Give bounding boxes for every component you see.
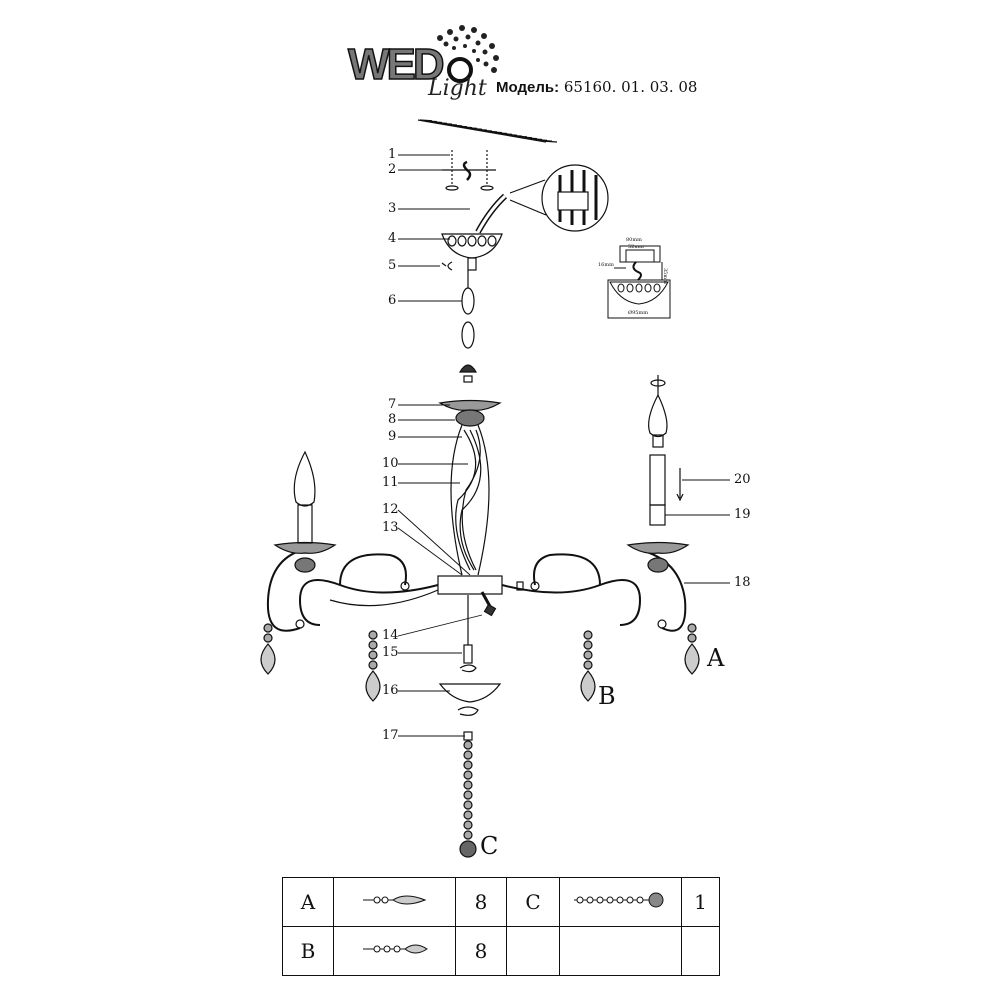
callout-1: 1	[388, 147, 397, 162]
logo-wordmark: WED	[347, 39, 445, 90]
label-crystal-c: C	[480, 832, 499, 860]
part-qty	[681, 926, 720, 976]
crystal-bead	[463, 770, 473, 780]
callout-16: 16	[382, 683, 399, 698]
crystal-bead	[463, 800, 473, 810]
part-qty: 8	[455, 877, 507, 927]
left-arm-scroll	[339, 553, 407, 586]
part-qty: 1	[681, 877, 720, 927]
callout-7: 7	[388, 397, 397, 412]
crystal-bead	[463, 790, 473, 800]
callout-12: 12	[382, 502, 399, 517]
callout-2: 2	[388, 162, 397, 177]
callout-leaders	[397, 154, 730, 737]
crystal-bead	[583, 660, 593, 670]
crystal-pendant	[684, 643, 700, 675]
crystal-bead	[263, 633, 273, 643]
callout-15: 15	[382, 645, 399, 660]
callout-9: 9	[388, 429, 397, 444]
model-number: Модель: 65160. 01. 03. 08	[496, 78, 697, 96]
crystal-ball	[459, 840, 477, 858]
left-arm	[298, 579, 439, 626]
callout-4: 4	[388, 231, 397, 246]
callout-14: 14	[382, 628, 399, 643]
callout-17: 17	[382, 728, 399, 743]
logo-swirl-graphic	[437, 25, 499, 83]
part-qty: 8	[455, 926, 507, 976]
callout-11: 11	[382, 475, 399, 490]
crystal-bead	[463, 820, 473, 830]
crystal-bead	[463, 740, 473, 750]
leader-line-14	[397, 614, 483, 637]
chandelier-assembly-diagram	[260, 119, 730, 858]
callout-19: 19	[734, 507, 751, 522]
crystal-bead	[263, 623, 273, 633]
model-label: Модель:	[496, 79, 560, 96]
leader-line-12	[397, 509, 471, 576]
part-id: C	[506, 877, 560, 927]
crystal-pendant	[580, 670, 596, 702]
part-id: B	[282, 926, 334, 976]
crystal-bead	[368, 640, 378, 650]
crystal-bead	[463, 760, 473, 770]
callout-20: 20	[734, 472, 751, 487]
crystal-bead	[463, 780, 473, 790]
dim-diameter: Ø95mm	[628, 310, 648, 316]
mounting-dimension-detail: 80mm 52mm 16mm 35mm Ø95mm	[596, 236, 676, 320]
crystal-bead	[463, 750, 473, 760]
label-crystal-a: A	[707, 644, 725, 672]
callout-3: 3	[388, 201, 397, 216]
label-crystal-b: B	[598, 682, 616, 710]
crystal-pendant	[365, 670, 381, 702]
dim-top-width: 80mm	[626, 237, 642, 243]
model-value: 65160. 01. 03. 08	[563, 78, 698, 96]
crystal-bead	[583, 650, 593, 660]
crystal-bead	[368, 660, 378, 670]
crystal-b-icon	[333, 926, 456, 976]
callout-13: 13	[382, 520, 399, 535]
crystal-bead	[583, 630, 593, 640]
callout-10: 10	[382, 456, 399, 471]
crystal-bead	[463, 830, 473, 840]
empty-cell	[559, 926, 682, 976]
dim-inner-width: 52mm	[628, 244, 644, 250]
ceiling-hatch	[417, 119, 558, 143]
crystal-bead	[368, 630, 378, 640]
crystal-bead	[583, 640, 593, 650]
crystal-bead	[687, 623, 697, 633]
crystal-c-icon	[559, 877, 682, 927]
logo-subtitle: Light	[428, 76, 487, 101]
crystal-a-icon	[333, 877, 456, 927]
dim-offset: 16mm	[598, 262, 614, 268]
crystal-bead	[463, 810, 473, 820]
crystal-bead	[687, 633, 697, 643]
table-row: A 8 C 1	[282, 877, 720, 927]
part-id	[506, 926, 560, 976]
part-id: A	[282, 877, 334, 927]
leader-line-13	[397, 527, 463, 576]
dim-height: 35mm	[662, 268, 668, 284]
table-row: B 8	[282, 926, 720, 976]
callout-6: 6	[388, 293, 397, 308]
callout-5: 5	[388, 258, 397, 273]
crystal-pendant	[260, 643, 276, 675]
callout-8: 8	[388, 412, 397, 427]
parts-table: A 8 C 1 B 8	[282, 877, 720, 976]
crystal-bead	[368, 650, 378, 660]
callout-18: 18	[734, 575, 751, 590]
